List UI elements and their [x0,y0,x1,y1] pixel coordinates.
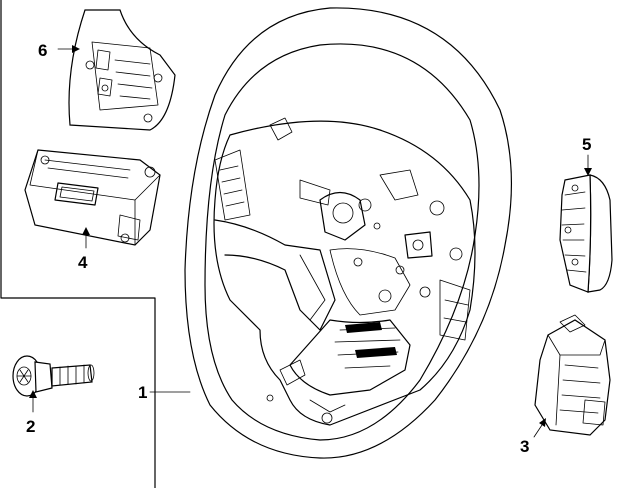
part-5-trim-bezel[interactable] [559,174,613,293]
callout-1: 1 [138,383,147,402]
callout-4: 4 [78,253,88,272]
callout-3: 3 [520,437,529,456]
part-1-steering-wheel[interactable] [184,7,513,459]
part-3-switch-module[interactable] [534,314,611,436]
part-6-switch-bracket[interactable] [68,9,176,131]
callout-2: 2 [26,417,35,436]
diagram-frame [0,0,156,488]
part-2-mounting-bolt[interactable] [12,355,95,397]
part-4-switch-module[interactable] [24,149,161,246]
leader-lines [29,45,592,438]
callout-6: 6 [38,41,47,60]
callout-5: 5 [582,135,591,154]
